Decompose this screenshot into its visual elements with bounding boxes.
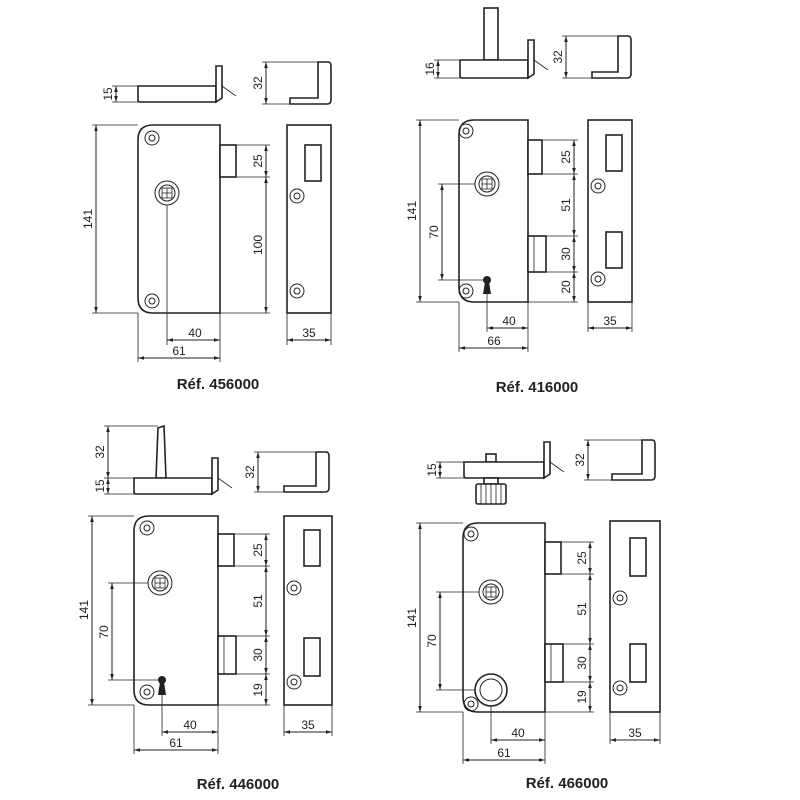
lock-drawing-466000: 15 32 141 70: [405, 439, 661, 792]
dim-axis: 40: [183, 718, 197, 732]
dim-side-height: 15: [93, 479, 107, 493]
dim-width: 61: [172, 344, 186, 358]
dim-axis: 40: [502, 314, 516, 328]
dim-axis-height: 70: [97, 625, 111, 639]
dim-top: 25: [251, 543, 265, 557]
lock-drawing-446000: 32 15 32 141: [77, 424, 333, 793]
dim-mid: 51: [575, 602, 589, 616]
reference-label: Réf. 416000: [496, 379, 579, 396]
dim-bottom: 19: [251, 683, 265, 697]
strike-plate: 35: [283, 515, 333, 736]
front-view: 141 25 100 40 61: [81, 124, 270, 362]
dim-strike-width: 35: [301, 718, 315, 732]
strike-plate: 35: [587, 119, 633, 332]
dim-axis-height: 70: [425, 634, 439, 648]
dim-strike-width: 35: [603, 314, 617, 328]
dim-total-height: 141: [405, 201, 419, 221]
dim-lower: 30: [575, 656, 589, 670]
dim-side-height: 16: [423, 62, 437, 76]
reference-label: Réf. 466000: [526, 775, 609, 792]
side-view: 15: [425, 441, 565, 505]
dim-bottom: 20: [559, 280, 573, 294]
front-view: 141 70 25 51 30 19 40 61: [77, 515, 270, 754]
dim-strike-height: 32: [251, 76, 265, 90]
dim-width: 61: [497, 746, 511, 760]
dim-strike-height: 32: [243, 465, 257, 479]
dim-width: 66: [487, 334, 501, 348]
dim-axis-height: 70: [427, 225, 441, 239]
front-view: 141 70 25 51 30 20 40 66: [405, 119, 578, 352]
strike-side-view: 32: [551, 35, 632, 79]
dim-mid: 51: [251, 594, 265, 608]
reference-label: Réf. 456000: [177, 376, 260, 393]
dim-lower: 30: [251, 648, 265, 662]
dim-total-height: 141: [405, 608, 419, 628]
dim-pin-height: 32: [93, 445, 107, 459]
dim-mid: 51: [559, 198, 573, 212]
reference-label: Réf. 446000: [197, 776, 280, 793]
side-view: 16: [423, 7, 549, 80]
front-view: 141 70 25 51 30 19 40 61: [405, 522, 594, 764]
strike-side-view: 32: [243, 451, 330, 493]
dim-strike-width: 35: [302, 326, 316, 340]
strike-side-view: 32: [573, 439, 656, 481]
side-view: 15: [101, 65, 237, 104]
dim-width: 61: [169, 736, 183, 750]
dim-bolt-height: 25: [251, 154, 265, 168]
dim-strike-height: 32: [551, 50, 565, 64]
dim-axis: 40: [511, 726, 525, 740]
dim-side-height: 15: [101, 87, 115, 101]
strike-plate: 35: [609, 520, 661, 744]
lock-drawing-416000: 16 32 141: [405, 7, 633, 396]
strike-plate: 35: [286, 124, 332, 345]
strike-side-view: 32: [251, 61, 332, 105]
dim-total-height: 141: [81, 209, 95, 229]
dim-top: 25: [575, 551, 589, 565]
dim-side-height: 15: [425, 463, 439, 477]
dim-total-height: 141: [77, 600, 91, 620]
dim-strike-width: 35: [628, 726, 642, 740]
lock-drawing-456000: 15 32 141 25: [81, 61, 332, 393]
dim-top: 25: [559, 150, 573, 164]
dim-lower: 30: [559, 247, 573, 261]
dim-span: 100: [251, 235, 265, 255]
side-view: 32 15: [93, 424, 233, 496]
dim-strike-height: 32: [573, 453, 587, 467]
dim-bottom: 19: [575, 690, 589, 704]
dim-axis: 40: [188, 326, 202, 340]
